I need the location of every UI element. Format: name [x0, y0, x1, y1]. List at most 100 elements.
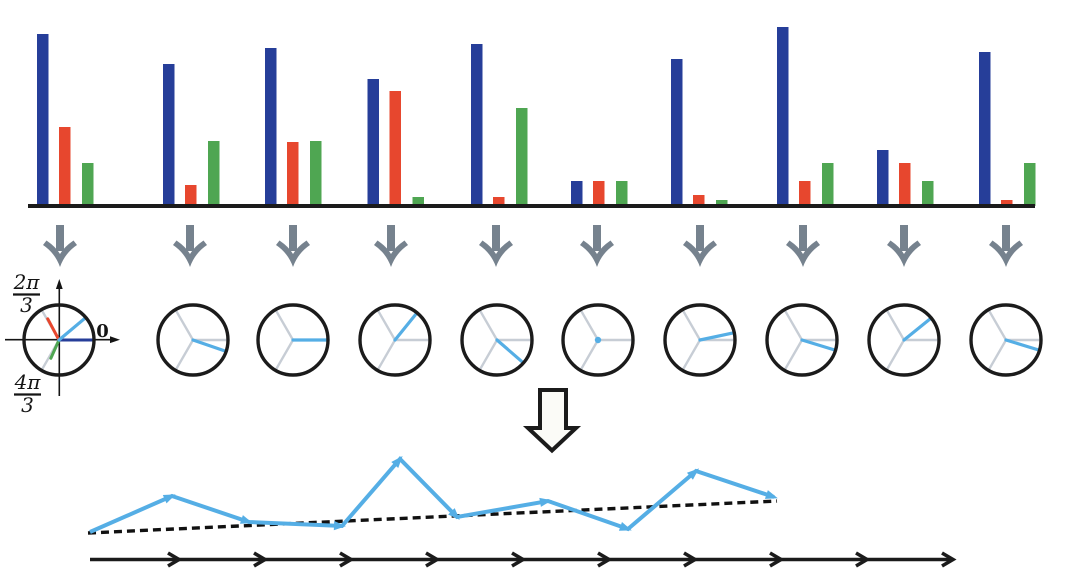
resultant-phasor-line [393, 311, 419, 342]
bar-blue-7 [671, 59, 683, 206]
bar-blue-9 [877, 150, 889, 206]
step-arrow-shaft [387, 225, 395, 251]
bar-blue-5 [471, 44, 483, 206]
step-arrow-head-icon [173, 240, 207, 267]
circle-outline [22, 303, 96, 377]
reference-spoke [174, 309, 195, 341]
phase-circle-6 [561, 303, 635, 377]
time-axis-chevron-icon [597, 551, 613, 568]
component-phasor-bar_red [46, 317, 61, 342]
bar-blue-10 [979, 52, 991, 206]
step-arrow-head-icon [374, 240, 408, 267]
bar-green-3 [310, 141, 322, 206]
upper-angle-denominator: 3 [20, 293, 33, 317]
bar-red-1 [59, 127, 71, 206]
bar-red-9 [899, 163, 911, 206]
bar-blue-3 [265, 48, 277, 206]
step-arrow-head-icon [43, 240, 77, 267]
circle-outline [256, 303, 330, 377]
bar-red-10 [1001, 200, 1013, 206]
time-axis-chevron-icon [511, 551, 527, 568]
bar-green-6 [616, 181, 628, 206]
zero-angle-label: 0 [96, 321, 109, 342]
resultant-phasor-line [1004, 338, 1042, 352]
time-axis-chevron-icon [683, 551, 699, 568]
reference-spoke [274, 309, 295, 341]
time-axis-chevron-icon [253, 551, 269, 568]
reference-spoke [478, 339, 499, 371]
reference-spoke [376, 339, 397, 371]
reference-spoke [885, 339, 906, 371]
circle-outline [663, 303, 737, 377]
circle-outline [765, 303, 839, 377]
chain-polyline [89, 456, 775, 534]
bar-red-5 [493, 197, 505, 206]
circle-outline [156, 303, 230, 377]
step-arrow-shaft [186, 225, 194, 251]
time-axis-chevron-icon [855, 551, 871, 568]
trend-line-group [87, 499, 778, 535]
bar-green-1 [82, 163, 94, 206]
phase-circle-1 [22, 303, 96, 377]
bar-blue-4 [367, 79, 379, 206]
bar-chart [28, 27, 1036, 208]
chain-arrowhead-icon [448, 508, 460, 520]
bar-green-8 [822, 163, 834, 206]
step-arrow-head-icon [683, 240, 717, 267]
chain-arrowhead-icon [333, 521, 346, 531]
circle-outline [460, 303, 534, 377]
step-arrow-shaft [696, 225, 704, 251]
bar-chart-baseline [28, 204, 1035, 208]
time-axis-chevron-icon [941, 551, 957, 568]
reference-spoke [579, 339, 600, 371]
phase-circle-5 [460, 303, 534, 377]
resultant-phasor-line [495, 338, 526, 365]
phase-circles [22, 303, 1043, 377]
reference-spoke [478, 309, 499, 341]
step-arrow-head-icon [786, 240, 820, 267]
reference-spoke [987, 309, 1008, 341]
time-axis-chevron-icon [425, 551, 441, 568]
phase-circle-9 [867, 303, 941, 377]
chain-arrowhead-icon [539, 497, 552, 507]
chain-arrowhead-icon [162, 494, 176, 504]
lower-angle-denominator: 3 [21, 393, 34, 417]
bar-blue-1 [37, 34, 49, 206]
bar-blue-6 [571, 181, 583, 206]
resultant-phasor-line [698, 331, 736, 342]
step-arrow-shaft [289, 225, 297, 251]
circle-outline [561, 303, 635, 377]
time-axis-chevron-icon [167, 551, 183, 568]
chain-arrowhead-icon [391, 455, 403, 469]
phase-circle-7 [663, 303, 737, 377]
resultant-phasor-dot [594, 336, 602, 344]
resultant-phasor-line [191, 338, 228, 353]
reference-spoke [783, 309, 804, 341]
first-circle-axes: 2π 3 0 4π 3 [5, 270, 120, 417]
step-arrow-head-icon [276, 240, 310, 267]
bar-red-8 [799, 181, 811, 206]
reference-spoke [174, 339, 195, 371]
phase-circle-2 [156, 303, 230, 377]
bar-red-3 [287, 142, 299, 206]
phase-circle-4 [358, 303, 432, 377]
step-arrow-head-icon [989, 240, 1023, 267]
upper-angle-numerator: 2π [13, 270, 41, 294]
step-arrow-shaft [1002, 225, 1010, 251]
reference-spoke [885, 309, 906, 341]
y-axis-arrowhead-icon [55, 279, 63, 289]
step-arrow-head-icon [580, 240, 614, 267]
reference-spoke [681, 339, 702, 371]
bar-red-4 [389, 91, 401, 206]
bar-red-7 [693, 195, 705, 206]
resultant-vector-chain [89, 455, 778, 534]
step-arrow-shaft [492, 225, 500, 251]
step-arrows [43, 225, 1023, 267]
reference-spoke [376, 309, 397, 341]
circle-outline [358, 303, 432, 377]
step-arrow-shaft [900, 225, 908, 251]
bar-green-10 [1024, 163, 1036, 206]
step-arrow-head-icon [479, 240, 513, 267]
